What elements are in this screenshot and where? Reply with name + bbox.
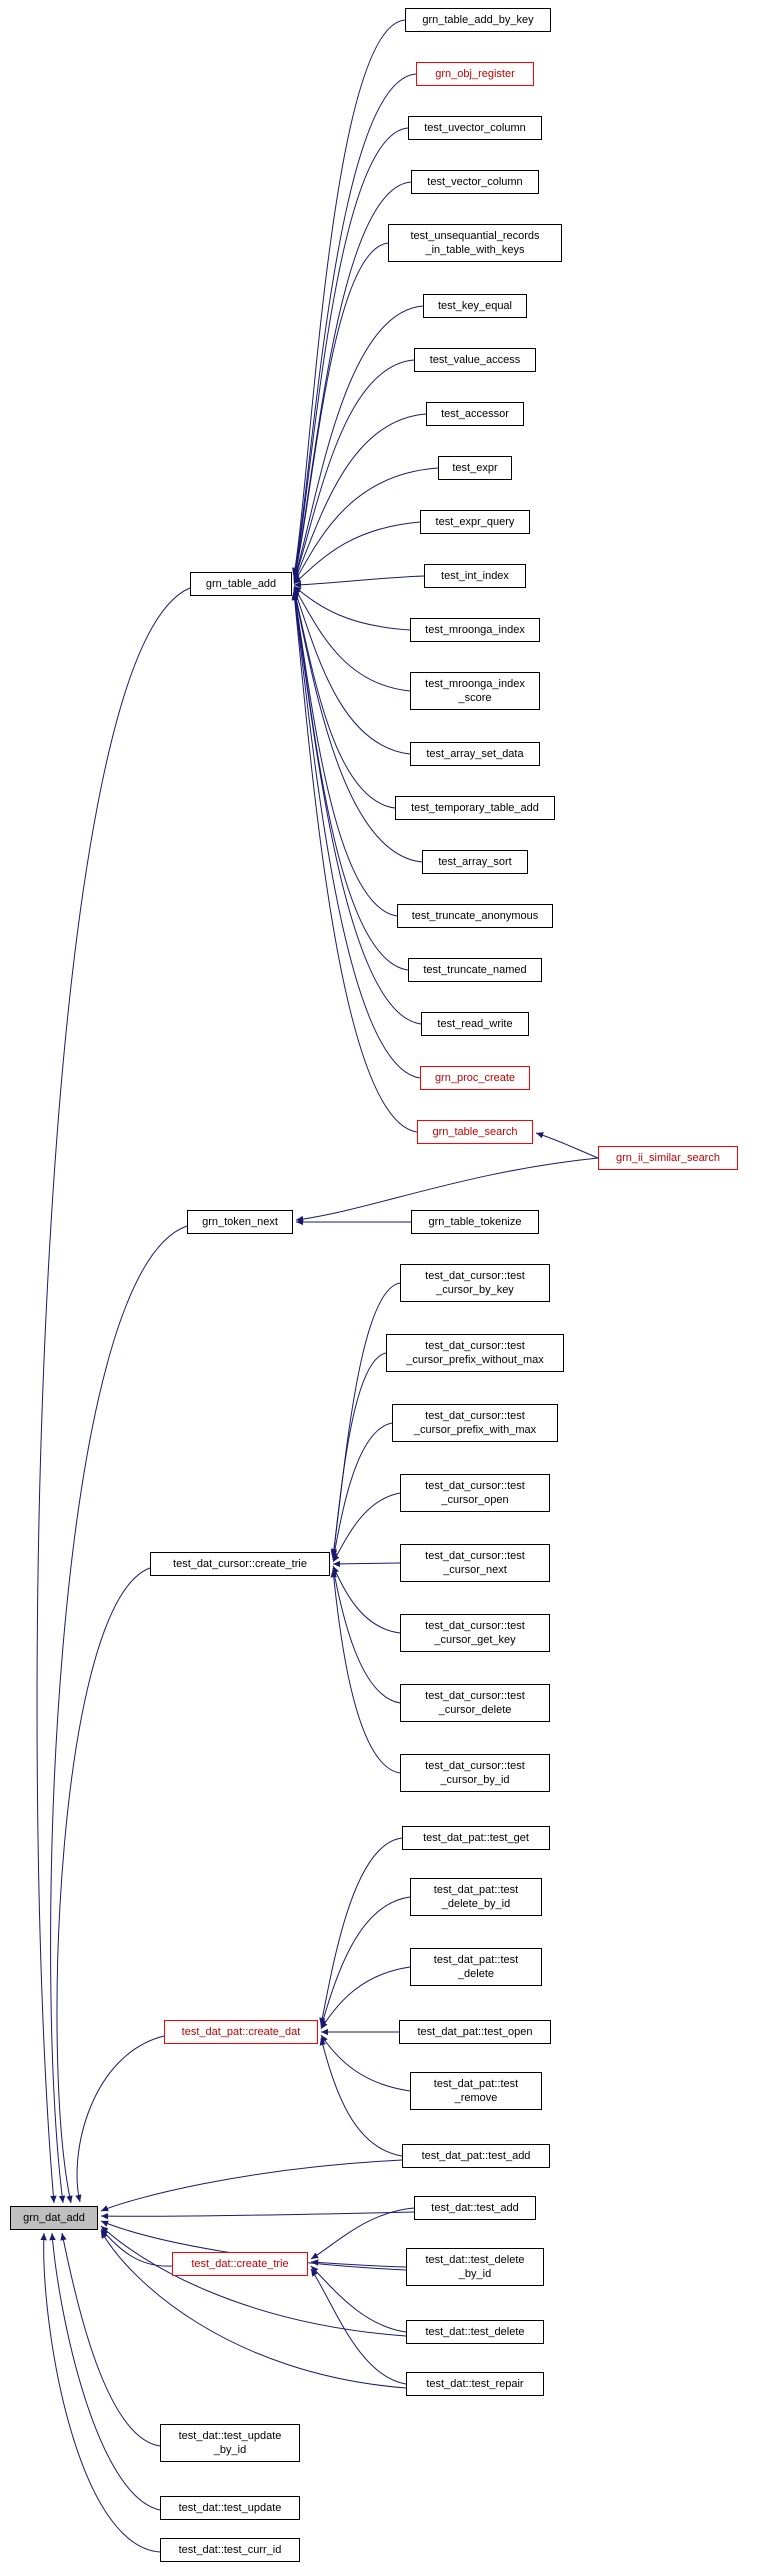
node-test-cursor-prefix-with-max[interactable]: test_dat_cursor::test _cursor_prefix_wit… (392, 1404, 558, 1442)
node-test-vector-column[interactable]: test_vector_column (411, 170, 539, 194)
node-test-dat-test-update-by-id[interactable]: test_dat::test_update _by_id (160, 2424, 300, 2462)
node-test-int-index[interactable]: test_int_index (424, 564, 526, 588)
node-test-dat-pat-create-dat[interactable]: test_dat_pat::create_dat (164, 2020, 318, 2044)
node-grn-dat-add: grn_dat_add (10, 2206, 98, 2230)
node-grn-proc-create[interactable]: grn_proc_create (420, 1066, 530, 1090)
node-test-dat-create-trie[interactable]: test_dat::create_trie (172, 2252, 308, 2276)
node-test-accessor[interactable]: test_accessor (426, 402, 524, 426)
node-grn-ii-similar-search[interactable]: grn_ii_similar_search (598, 1146, 738, 1170)
node-test-dat-test-delete[interactable]: test_dat::test_delete (406, 2320, 544, 2344)
node-test-dat-pat-test-remove[interactable]: test_dat_pat::test _remove (410, 2072, 542, 2110)
node-test-dat-test-add[interactable]: test_dat::test_add (414, 2196, 536, 2220)
node-test-cursor-delete[interactable]: test_dat_cursor::test _cursor_delete (400, 1684, 550, 1722)
node-test-unsequantial-records-in-table-with-keys[interactable]: test_unsequantial_records _in_table_with… (388, 224, 562, 262)
node-test-expr[interactable]: test_expr (438, 456, 512, 480)
node-test-temporary-table-add[interactable]: test_temporary_table_add (395, 796, 555, 820)
node-grn-table-tokenize[interactable]: grn_table_tokenize (411, 1210, 539, 1234)
node-test-key-equal[interactable]: test_key_equal (423, 294, 527, 318)
node-test-cursor-get-key[interactable]: test_dat_cursor::test _cursor_get_key (400, 1614, 550, 1652)
node-test-cursor-prefix-without-max[interactable]: test_dat_cursor::test _cursor_prefix_wit… (386, 1334, 564, 1372)
node-test-uvector-column[interactable]: test_uvector_column (408, 116, 542, 140)
node-test-cursor-by-id[interactable]: test_dat_cursor::test _cursor_by_id (400, 1754, 550, 1792)
node-test-dat-test-update[interactable]: test_dat::test_update (160, 2496, 300, 2520)
node-grn-table-search[interactable]: grn_table_search (417, 1120, 533, 1144)
node-grn-obj-register[interactable]: grn_obj_register (416, 62, 534, 86)
node-test-mroonga-index-score[interactable]: test_mroonga_index _score (410, 672, 540, 710)
node-test-dat-pat-test-delete[interactable]: test_dat_pat::test _delete (410, 1948, 542, 1986)
node-test-dat-pat-test-open[interactable]: test_dat_pat::test_open (399, 2020, 551, 2044)
node-test-truncate-anonymous[interactable]: test_truncate_anonymous (397, 904, 553, 928)
node-test-value-access[interactable]: test_value_access (414, 348, 536, 372)
node-test-read-write[interactable]: test_read_write (421, 1012, 529, 1036)
node-test-dat-pat-test-add[interactable]: test_dat_pat::test_add (402, 2144, 550, 2168)
node-test-cursor-next[interactable]: test_dat_cursor::test _cursor_next (400, 1544, 550, 1582)
node-test-cursor-open[interactable]: test_dat_cursor::test _cursor_open (400, 1474, 550, 1512)
node-test-dat-test-repair[interactable]: test_dat::test_repair (406, 2372, 544, 2396)
node-test-dat-cursor-create-trie[interactable]: test_dat_cursor::create_trie (150, 1552, 330, 1576)
node-grn-table-add-by-key[interactable]: grn_table_add_by_key (405, 8, 551, 32)
node-test-dat-test-delete-by-id[interactable]: test_dat::test_delete _by_id (406, 2248, 544, 2286)
node-test-dat-test-curr-id[interactable]: test_dat::test_curr_id (160, 2538, 300, 2562)
node-test-array-sort[interactable]: test_array_sort (422, 850, 528, 874)
node-test-cursor-by-key[interactable]: test_dat_cursor::test _cursor_by_key (400, 1264, 550, 1302)
node-test-mroonga-index[interactable]: test_mroonga_index (410, 618, 540, 642)
node-test-expr-query[interactable]: test_expr_query (420, 510, 530, 534)
node-test-dat-pat-test-get[interactable]: test_dat_pat::test_get (402, 1826, 550, 1850)
node-grn-token-next[interactable]: grn_token_next (187, 1210, 293, 1234)
node-test-truncate-named[interactable]: test_truncate_named (408, 958, 542, 982)
node-test-array-set-data[interactable]: test_array_set_data (410, 742, 540, 766)
node-test-dat-pat-test-delete-by-id[interactable]: test_dat_pat::test _delete_by_id (410, 1878, 542, 1916)
node-grn-table-add[interactable]: grn_table_add (190, 572, 292, 596)
